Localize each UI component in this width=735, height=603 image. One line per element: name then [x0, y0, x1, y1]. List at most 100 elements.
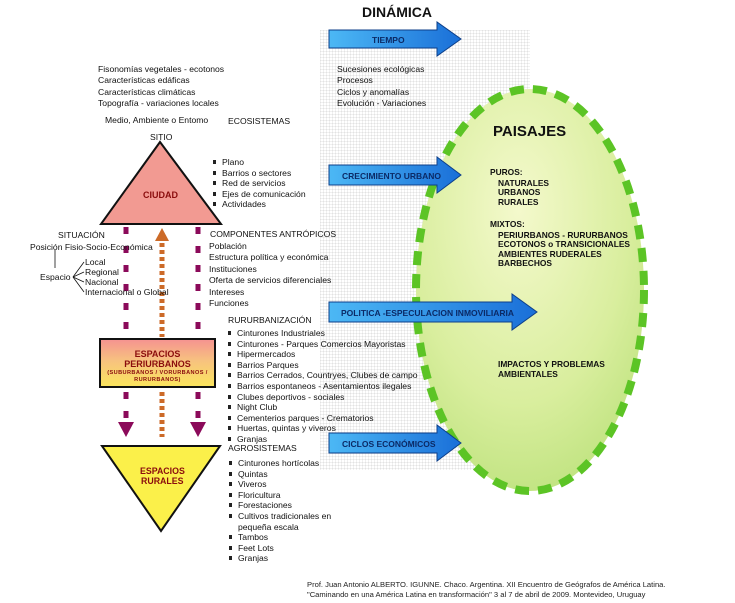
medio-item: Características edáficas — [98, 75, 190, 86]
agrosistemas-items: Cinturones hortícolas Quintas Viveros Fl… — [227, 458, 331, 564]
arrow-crecimiento — [328, 156, 462, 194]
periurbanos-sub: (SUBURBANOS / VORURBANOS / RURURBANOS) — [107, 370, 208, 383]
arrow-crecimiento-label: CRECIMIENTO URBANO — [342, 171, 442, 181]
agrosistema-item: Cultivos tradicionales en — [227, 511, 331, 522]
agrosistema-item: Viveros — [227, 479, 331, 490]
agrosistema-item: Tambos — [227, 532, 331, 543]
tiempo-item: Ciclos y anomalías — [337, 86, 410, 97]
rururbanizacion-item: Barrios Parques — [226, 360, 418, 371]
tiempo-item: Procesos — [337, 75, 373, 86]
puros-block: PUROS: NATURALES URBANOS RURALES — [490, 167, 550, 207]
medio-item: Fisonomías vegetales - ecotonos — [98, 64, 225, 74]
ciudad-item: Actividades — [211, 199, 306, 210]
scale-nacional: Nacional — [85, 277, 119, 287]
medio-label: Medio, Ambiente o Entomo — [105, 115, 209, 125]
rurales-label-2: RURALES — [141, 476, 184, 486]
tiempo-item: Sucesiones ecológicas — [337, 64, 425, 74]
impactos-line: IMPACTOS Y PROBLEMAS — [498, 359, 605, 369]
ciudad-items: Plano Barrios o sectores Red de servicio… — [211, 157, 306, 210]
agrosistema-item: Floricultura — [227, 490, 331, 501]
medio-item: Topografía - variaciones locales — [98, 98, 219, 109]
agrosistema-item: pequeña escala — [238, 521, 299, 532]
rurales-triangle — [100, 445, 222, 533]
componente-item: Funciones — [209, 298, 249, 309]
rururbanizacion-item: Hipermercados — [226, 349, 418, 360]
componentes-title: COMPONENTES ANTRÓPICOS — [210, 229, 337, 239]
arrow-ciclos — [328, 424, 462, 462]
tiempo-item: Evolución - Variaciones — [337, 98, 427, 109]
agrosistemas-title: AGROSISTEMAS — [228, 443, 297, 453]
rururbanizacion-item: Clubes deportivos - sociales — [226, 392, 418, 403]
ciudad-label: CIUDAD — [143, 190, 178, 200]
credit: Prof. Juan Antonio ALBERTO. IGUNNE. Chac… — [307, 580, 666, 600]
componentes-items: Población Estructura política y económic… — [209, 241, 331, 309]
rururbanizacion-item: Cinturones - Parques Comercios Mayorista… — [226, 339, 418, 350]
situacion-title: SITUACIÓN — [58, 230, 105, 240]
mixtos-item: BARBECHOS — [498, 258, 552, 269]
medio-item: Características climáticas — [98, 86, 196, 97]
medio-items: Fisonomías vegetales - ecotonos Caracter… — [98, 64, 224, 110]
arrow-down-left-icon — [118, 422, 134, 437]
espacio-label: Espacio — [40, 272, 71, 282]
rururbanizacion-item: Huertas, quintas y viveros — [226, 423, 418, 434]
agrosistema-item: Cinturones hortícolas — [227, 458, 331, 469]
arrow-politica — [328, 293, 538, 331]
arrow-down-right-icon — [190, 422, 206, 437]
scale-regional: Regional — [85, 267, 119, 277]
espacios-periurbanos-box: ESPACIOS PERIURBANOS (SUBURBANOS / VORUR… — [99, 338, 216, 388]
componente-item: Población — [209, 241, 247, 251]
espacio-connectors — [54, 250, 85, 293]
componente-item: Estructura política y económica — [209, 252, 329, 263]
mixtos-item: AMBIENTES RUDERALES — [498, 248, 602, 259]
rururbanizacion-title: RURURBANIZACIÓN — [228, 315, 312, 325]
puros-header: PUROS: — [490, 167, 523, 177]
ciudad-item: Plano — [211, 157, 306, 168]
tiempo-items: Sucesiones ecológicas Procesos Ciclos y … — [337, 64, 426, 110]
componente-item: Oferta de servicios diferenciales — [209, 275, 332, 286]
arrow-ciclos-label: CICLOS ECONÓMICOS — [342, 439, 436, 449]
impactos-block: IMPACTOS Y PROBLEMAS AMBIENTALES — [498, 359, 605, 379]
credit-line-1: Prof. Juan Antonio ALBERTO. IGUNNE. Chac… — [307, 580, 666, 589]
mixtos-block: MIXTOS: PERIURBANOS - RURURBANOS ECOTONO… — [490, 219, 630, 269]
paisajes-title: PAISAJES — [493, 123, 567, 140]
mixtos-header: MIXTOS: — [490, 219, 525, 229]
arrow-tiempo-label: TIEMPO — [372, 35, 405, 45]
puros-item: URBANOS — [498, 187, 541, 198]
agrosistema-item: Forestaciones — [227, 500, 331, 511]
sitio-label: SITIO — [150, 132, 173, 142]
ecosistemas-label: ECOSISTEMAS — [228, 116, 291, 126]
arrow-up-icon — [155, 228, 169, 241]
periurbanos-label: ESPACIOS PERIURBANOS — [124, 349, 191, 369]
puros-item: RURALES — [498, 196, 539, 207]
scale-local: Local — [85, 257, 106, 267]
arrow-tiempo — [328, 21, 462, 57]
agrosistema-item: Feet Lots — [227, 543, 331, 554]
rururbanizacion-items: Cinturones Industriales Cinturones - Par… — [226, 328, 418, 445]
rururbanizacion-item: Barrios Cerrados, Countryes, Clubes de c… — [226, 370, 418, 381]
rururbanizacion-item: Cementerios parques - Crematorios — [226, 413, 418, 424]
componente-item: Instituciones — [209, 263, 257, 274]
rururbanizacion-item: Night Club — [226, 402, 418, 413]
dinamica-title: DINÁMICA — [362, 4, 432, 20]
rururbanizacion-item: Barrios espontaneos - Asentamientos ileg… — [226, 381, 418, 392]
mixtos-item: ECOTONOS o TRANSICIONALES — [498, 239, 630, 250]
ciudad-item: Barrios o sectores — [211, 168, 306, 179]
rurales-label-1: ESPACIOS — [140, 466, 185, 476]
mixtos-item: PERIURBANOS - RURURBANOS — [498, 229, 628, 240]
ciudad-item: Red de servicios — [211, 178, 306, 189]
componente-item: Intereses — [209, 286, 245, 297]
situacion-posicion: Posición Fisio-Socio-Económica — [30, 242, 153, 252]
rururbanizacion-item: Granjas — [226, 434, 418, 445]
scale-internacional: Internacional o Global — [85, 287, 169, 297]
impactos-line: AMBIENTALES — [498, 368, 558, 379]
puros-item: NATURALES — [498, 177, 550, 188]
agrosistema-item: Granjas — [227, 553, 331, 564]
arrow-politica-label: POLITICA -ESPECULACION INMOVILIARIA — [341, 308, 514, 318]
ciudad-triangle — [99, 140, 223, 225]
ciudad-item: Ejes de comunicación — [211, 189, 306, 200]
paisajes-ellipse — [412, 85, 648, 495]
credit-line-2: "Caminando en una América Latina en tran… — [307, 590, 646, 599]
rururbanizacion-item: Cinturones Industriales — [226, 328, 418, 339]
agrosistema-item: Quintas — [227, 469, 331, 480]
